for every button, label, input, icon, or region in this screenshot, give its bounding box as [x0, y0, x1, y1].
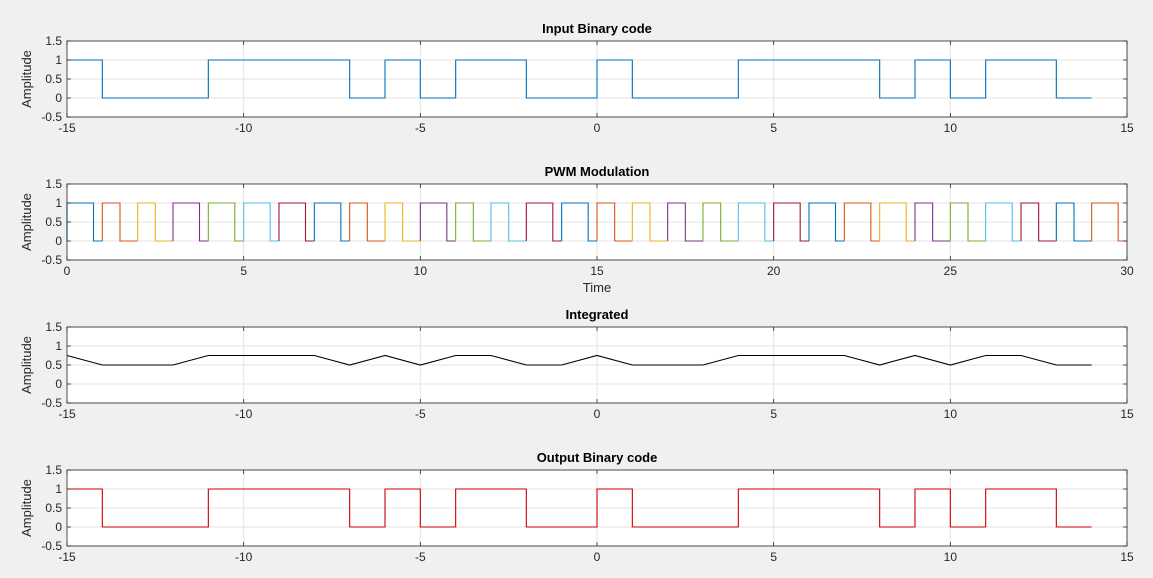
pwm-pulse-4	[172, 202, 209, 242]
y-axis-label: Amplitude	[19, 479, 34, 537]
pwm-pulse-12	[455, 202, 491, 242]
pwm-pulse-3	[137, 202, 173, 242]
pwm-pulse-28	[1020, 202, 1057, 242]
x-tick-label: -15	[58, 121, 76, 135]
y-tick-label: 1.5	[45, 463, 62, 477]
pwm-pulse-23	[843, 202, 880, 242]
pwm-pulse-22	[808, 202, 845, 242]
x-tick-label: 30	[1120, 264, 1134, 278]
y-tick-label: -0.5	[41, 253, 62, 267]
y-tick-label: 0.5	[45, 358, 62, 372]
pwm-pulse-8	[313, 202, 350, 242]
pwm-pulse-13	[490, 202, 527, 242]
y-tick-label: 1.5	[45, 34, 62, 48]
x-tick-label: 10	[944, 407, 958, 421]
y-tick-label: 0.5	[45, 215, 62, 229]
y-tick-label: 0.5	[45, 72, 62, 86]
y-tick-label: 1.5	[45, 177, 62, 191]
y-tick-label: -0.5	[41, 539, 62, 553]
y-axis-label: Amplitude	[19, 193, 34, 251]
y-tick-label: 0.5	[45, 501, 62, 515]
pwm-pulse-9	[349, 202, 385, 242]
y-tick-label: 1.5	[45, 320, 62, 334]
y-tick-label: -0.5	[41, 110, 62, 124]
pwm-pulse-19	[702, 202, 739, 242]
x-tick-label: -10	[235, 407, 253, 421]
pwm-pulse-26	[949, 202, 986, 242]
subplot-1: -15 -10 -5 0 5 10 15 -0.5 0 0.5 1 1.5 Input Binary c…	[19, 21, 1134, 135]
pwm-pulse-30	[1091, 202, 1127, 242]
y-tick-label: 0	[55, 234, 62, 248]
pwm-pulse-17	[631, 202, 668, 242]
chart-title: Input Binary code	[542, 21, 652, 36]
y-axis-label: Amplitude	[19, 50, 34, 108]
pwm-pulse-14	[525, 202, 562, 242]
pwm-pulse-11	[419, 202, 456, 242]
pwm-pulse-10	[384, 202, 421, 242]
pwm-pulse-24	[879, 202, 915, 242]
x-tick-label: 0	[594, 407, 601, 421]
pwm-pulse-16	[596, 202, 633, 242]
y-tick-label: 0	[55, 91, 62, 105]
x-tick-label: 15	[1120, 550, 1134, 564]
chart-title: Integrated	[566, 307, 629, 322]
pwm-pulse-18	[667, 202, 703, 242]
y-tick-label: 1	[55, 482, 62, 496]
x-tick-label: 5	[770, 407, 777, 421]
pwm-pulse-25	[914, 202, 951, 242]
x-tick-label: -5	[415, 121, 426, 135]
chart-title: PWM Modulation	[545, 164, 650, 179]
x-tick-label: 5	[770, 121, 777, 135]
x-tick-label: 25	[944, 264, 958, 278]
x-tick-label: -10	[235, 550, 253, 564]
x-tick-label: -5	[415, 407, 426, 421]
x-axis-label: Time	[583, 280, 611, 295]
y-tick-label: 0	[55, 520, 62, 534]
x-tick-label: 0	[594, 550, 601, 564]
x-tick-label: 10	[944, 550, 958, 564]
x-tick-label: 10	[944, 121, 958, 135]
series-line-1	[66, 354, 1092, 366]
x-tick-label: 20	[767, 264, 781, 278]
pwm-pulse-21	[773, 202, 809, 242]
y-tick-label: 0	[55, 377, 62, 391]
pwm-pulse-29	[1055, 202, 1092, 242]
x-tick-label: -15	[58, 407, 76, 421]
x-tick-label: 15	[1120, 407, 1134, 421]
series-line-1	[67, 59, 1092, 99]
x-tick-label: 0	[64, 264, 71, 278]
subplot-4: -15 -10 -5 0 5 10 15 -0.5 0 0.5 1 1.5 Output Binary …	[19, 450, 1134, 564]
pwm-pulse-5	[207, 202, 244, 242]
x-tick-label: 15	[590, 264, 604, 278]
series-line-1	[67, 488, 1092, 528]
x-tick-label: 10	[414, 264, 428, 278]
y-axis-label: Amplitude	[19, 336, 34, 394]
pwm-pulse-20	[737, 202, 774, 242]
y-tick-label: 1	[55, 53, 62, 67]
pwm-pulse-6	[243, 202, 279, 242]
y-tick-label: 1	[55, 196, 62, 210]
x-tick-label: 5	[240, 264, 247, 278]
pwm-pulse-2	[101, 202, 138, 242]
y-tick-label: 1	[55, 339, 62, 353]
pwm-pulse-27	[985, 202, 1021, 242]
pwm-pulse-7	[278, 202, 315, 242]
x-tick-label: 15	[1120, 121, 1134, 135]
x-tick-label: 5	[770, 550, 777, 564]
subplot-3: -15 -10 -5 0 5 10 15 -0.5 0 0.5 1 1.5 IntegratedAmpl…	[19, 307, 1134, 421]
x-tick-label: -15	[58, 550, 76, 564]
y-tick-label: -0.5	[41, 396, 62, 410]
x-tick-label: -5	[415, 550, 426, 564]
x-tick-label: 0	[594, 121, 601, 135]
chart-title: Output Binary code	[537, 450, 658, 465]
x-tick-label: -10	[235, 121, 253, 135]
pwm-pulse-15	[561, 202, 597, 242]
